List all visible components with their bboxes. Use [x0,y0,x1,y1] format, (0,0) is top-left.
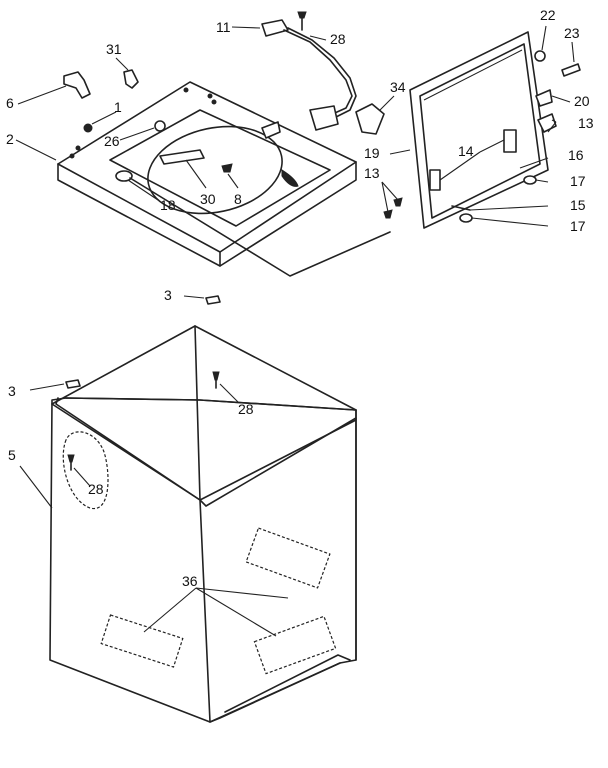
lid-part-14b [503,129,517,153]
part-34 [355,103,385,135]
label-16: 16 [568,147,584,163]
label-11: 11 [216,19,231,35]
label-28-top: 28 [330,31,346,47]
part-30 [159,149,205,165]
label-6: 6 [6,95,14,111]
callout-labels: 11 28 31 6 1 2 26 34 22 23 20 13 14 19 1… [6,7,594,589]
label-15: 15 [570,197,586,213]
hinge-6 [63,71,91,99]
label-8: 8 [234,191,242,207]
bumper-17b [459,213,473,223]
label-28-cutaway: 28 [88,481,104,497]
label-3-top: 3 [164,287,172,303]
panel-36b [100,614,184,668]
screw-13-lower [393,197,403,207]
label-17-lower: 17 [570,218,586,234]
label-5: 5 [8,447,16,463]
label-1: 1 [114,99,122,115]
washer-top [57,81,357,267]
clip-31 [123,69,139,89]
label-17-upper: 17 [570,173,586,189]
screw-28-cutaway [67,454,75,463]
bumper-17a [523,175,537,185]
panel-36c [253,615,337,675]
clip-3-left [65,379,81,389]
label-34: 34 [390,79,406,95]
label-36: 36 [182,573,198,589]
panel-36a [245,527,331,589]
label-13-right: 13 [578,115,594,131]
label-26: 26 [104,133,120,149]
label-31: 31 [106,41,122,57]
label-28-cabinet: 28 [238,401,254,417]
label-18: 18 [160,197,176,213]
lid-switch-harness [261,11,357,131]
label-13-left: 13 [364,165,380,181]
washer-22 [534,50,546,62]
cabinet [49,295,357,723]
label-22: 22 [540,7,556,23]
part-20 [535,89,553,107]
bolt-23 [561,63,581,77]
label-14: 14 [458,143,474,159]
part-18 [115,170,133,182]
screw-28-cabinet [212,371,220,381]
lid [383,31,581,229]
label-2: 2 [6,131,14,147]
leaders [15,25,575,637]
top-small-parts [63,69,281,182]
lid-hinge-14 [429,169,441,191]
screw-8 [221,163,233,173]
label-23: 23 [564,25,580,41]
label-20: 20 [574,93,590,109]
clip-3-top [205,295,221,305]
label-30: 30 [200,191,216,207]
cabinet-cutaway [62,431,109,509]
nut-26 [154,120,166,132]
label-3-left: 3 [8,383,16,399]
screw-1 [83,123,93,133]
label-19: 19 [364,145,380,161]
